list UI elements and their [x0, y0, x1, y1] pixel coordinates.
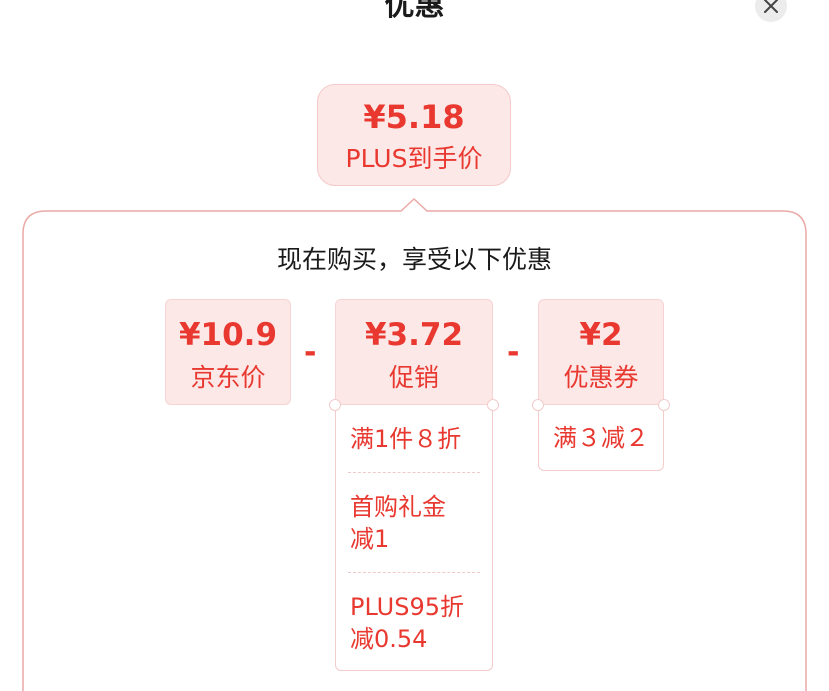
coupon-item: 满３减２	[553, 424, 649, 452]
final-price-label: PLUS到手价	[345, 144, 483, 173]
coupon-value: ¥2	[579, 317, 623, 353]
final-price-box: ¥5.18 PLUS到手价	[317, 84, 511, 186]
ticket-notch	[658, 399, 670, 411]
coupon-details: 满３减２	[538, 405, 664, 471]
promotion-card: ¥3.72 促销	[335, 299, 493, 405]
promotion-item: 首购礼金 减1	[350, 493, 446, 553]
promotion-label: 促销	[388, 363, 439, 392]
jd-price-label: 京东价	[190, 363, 266, 392]
ticket-notch	[532, 399, 544, 411]
panel-title: 现在购买，享受以下优惠	[276, 245, 552, 274]
close-icon	[764, 0, 778, 13]
promotion-item: PLUS95折 减0.54	[350, 593, 464, 653]
promotion-details: 满1件８折 首购礼金 减1 PLUS95折 减0.54	[335, 405, 493, 671]
final-price-value: ¥5.18	[363, 98, 465, 136]
ticket-notch	[487, 399, 499, 411]
promotion-value: ¥3.72	[364, 317, 464, 353]
divider	[348, 472, 480, 473]
sheet-title: 优惠	[384, 0, 445, 23]
minus-operator: -	[304, 335, 317, 370]
coupon-label: 优惠券	[563, 363, 639, 392]
coupon-card: ¥2 优惠券	[538, 299, 664, 405]
promotion-item: 满1件８折	[350, 425, 462, 453]
jd-price-value: ¥10.9	[178, 317, 278, 353]
jd-price-card: ¥10.9 京东价	[165, 299, 291, 405]
close-button[interactable]	[755, 0, 787, 22]
minus-operator: -	[507, 335, 520, 370]
ticket-notch	[329, 399, 341, 411]
divider	[348, 572, 480, 573]
